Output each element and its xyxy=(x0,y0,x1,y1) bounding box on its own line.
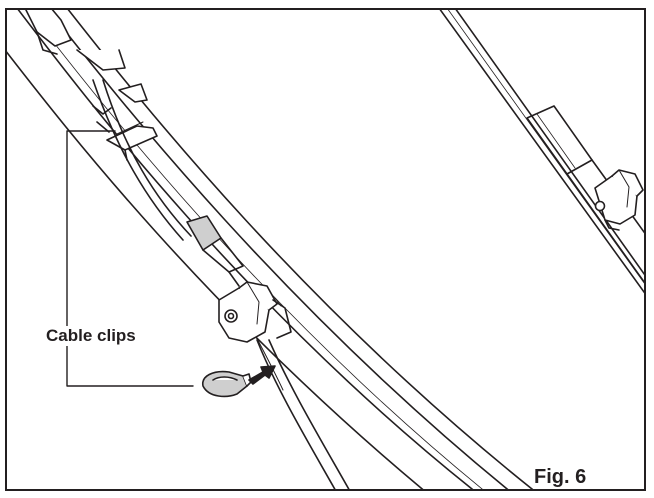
middle-bracket xyxy=(186,215,244,287)
upper-cable-clip xyxy=(106,121,158,161)
figure-number: Fig. 6 xyxy=(534,466,587,488)
power-cable xyxy=(92,79,350,489)
cable-clips-label: Cable clips xyxy=(44,326,138,346)
arrow-right-icon xyxy=(248,365,276,385)
right-handle-tube xyxy=(439,10,644,294)
top-fittings xyxy=(25,10,148,133)
left-handle-knob xyxy=(218,281,292,343)
right-handle-knob xyxy=(594,169,644,231)
handle-illustration xyxy=(7,10,644,489)
figure-frame: Cable clips Fig. 6 xyxy=(5,8,646,491)
left-handle-tube xyxy=(7,10,534,489)
callout-lines xyxy=(66,130,194,387)
cable-clip-icon xyxy=(202,370,252,398)
